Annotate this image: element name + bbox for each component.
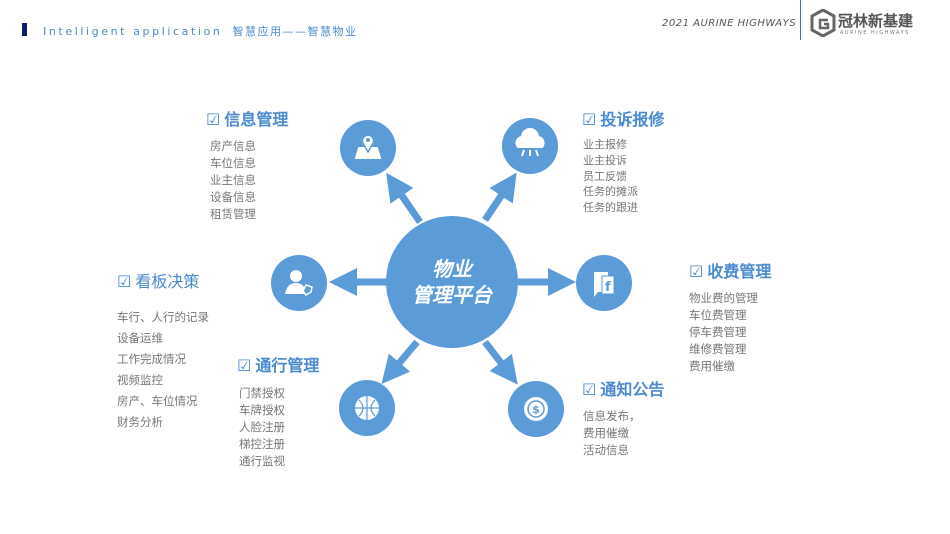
list-item: 活动信息 [583,443,629,457]
module-title-fee: ☑收费管理 [689,258,771,282]
list-item: 信息发布， [583,409,641,423]
list-item: 员工反馈 [583,169,627,183]
arrow-access [381,339,420,385]
list-item: 任务的跟进 [583,201,638,215]
list-item: 业主信息 [210,173,256,187]
globe-icon [355,396,379,420]
module-items-access: 门禁授权车牌授权人脸注册梯控注册通行监视 [239,385,285,470]
module-items-fee: 物业费的管理车位费管理停车费管理维修费管理费用催缴 [689,290,758,375]
check-icon: ☑ [237,356,252,375]
module-title-access: ☑通行管理 [237,352,319,376]
header-title-cn: 智慧应用——智慧物业 [232,25,358,38]
list-item: 物业费的管理 [689,291,758,305]
header-divider [800,0,801,40]
list-item: 梯控注册 [239,437,285,451]
module-title-notice: ☑通知公告 [582,376,664,400]
cloud-network-icon [515,128,545,157]
list-item: 业主报修 [583,138,627,151]
list-item: 费用催缴 [689,359,735,373]
header-accent-bar [22,23,27,36]
list-item: 业主投诉 [583,153,627,167]
user-shield-icon [285,270,313,296]
dollar-badge-icon: $ [524,397,548,421]
module-items-notice: 信息发布， 费用催缴活动信息 [583,408,641,459]
list-item: 门禁授权 [239,386,285,400]
list-item: 维修费管理 [689,342,747,356]
module-items-dashboard: 车行、人行的记录设备运维工作完成情况视频监控房产、车位情况财务分析 [117,307,209,433]
list-item: 租赁管理 [210,207,256,221]
check-icon: ☑ [582,110,597,129]
list-item: 视频监控 [117,373,163,387]
list-item: 费用催缴 [583,426,629,440]
node-dashboard [271,255,327,311]
header-title-en: Intelligent application [43,25,223,38]
list-item: 停车费管理 [689,325,747,339]
arrow-complaint [482,172,517,222]
list-item: 工作完成情况 [117,352,186,366]
list-item: 任务的摊派 [583,185,638,199]
module-title-info: ☑信息管理 [206,106,288,130]
module-title-text: 通知公告 [600,380,665,399]
check-icon: ☑ [689,262,704,281]
check-icon: ☑ [582,380,597,399]
list-item: 通行监视 [239,454,285,468]
arrow-notice [482,339,518,385]
check-icon: ☑ [117,272,132,291]
module-title-text: 收费管理 [707,262,772,281]
module-title-dashboard: ☑看板决策 [117,268,199,292]
logo-icon [810,9,836,37]
list-item: 车行、人行的记录 [117,310,209,324]
header-year: 2021 AURINE HIGHWAYS [662,18,797,29]
module-title-text: 投诉报修 [600,110,665,129]
map-pin-icon [354,134,382,159]
module-title-complaint: ☑投诉报修 [582,106,664,130]
logo-name: 冠林新基建 [838,12,914,30]
module-title-text: 通行管理 [255,356,320,375]
module-items-complaint: 业主报修业主投诉员工反馈任务的摊派任务的跟进 [583,137,638,216]
header-title: Intelligent application 智慧应用——智慧物业 [43,23,357,39]
list-item: 房产信息 [210,139,256,153]
list-item: 设备信息 [210,190,256,204]
svg-text:$: $ [532,403,540,416]
module-items-info: 房产信息车位信息业主信息设备信息租赁管理 [210,138,256,223]
list-item: 车位费管理 [689,308,747,322]
svg-text:f: f [605,280,611,295]
chat-f-icon: f [594,272,615,297]
list-item: 设备运维 [117,331,163,345]
center-line2: 管理平台 [412,283,494,307]
center-line1: 物业 [432,257,474,281]
logo-sub: AURINE HIGHWAYS [840,30,910,36]
module-title-text: 信息管理 [224,110,289,129]
arrow-info [386,172,423,224]
check-icon: ☑ [206,110,221,129]
list-item: 车牌授权 [239,403,285,417]
list-item: 车位信息 [210,156,256,170]
list-item: 财务分析 [117,415,163,429]
module-title-text: 看板决策 [135,272,200,291]
list-item: 人脸注册 [239,420,285,434]
center-hub [386,216,518,348]
list-item: 房产、车位情况 [117,394,198,408]
